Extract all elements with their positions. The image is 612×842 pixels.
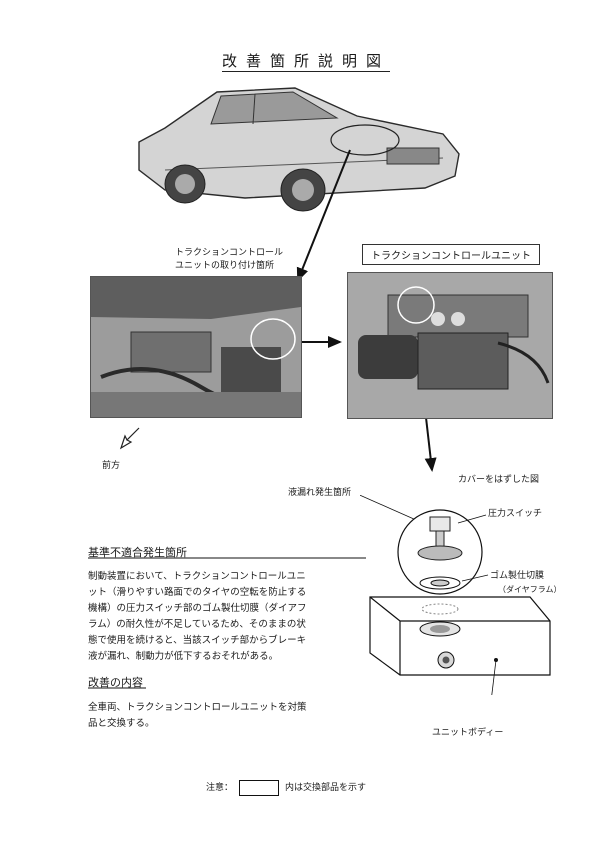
highlight-ellipse: [330, 124, 400, 156]
legend-note: 注意： 内は交換部品を示す: [206, 780, 366, 796]
mount-location-label: トラクションコントロール ユニットの取り付け箇所: [175, 248, 284, 271]
unit-photo: [347, 272, 553, 419]
car-image: [138, 87, 460, 212]
fix-heading: 改善の内容: [88, 676, 143, 689]
pressure-switch-diagram: [360, 495, 551, 695]
unit-body-label: ユニットボディー: [432, 728, 504, 738]
defect-line: 液が漏れ、制動力が低下するおそれがある。: [88, 651, 279, 662]
unit-location-circle: [250, 318, 296, 360]
engine-bay-photo: [90, 276, 302, 418]
defect-line: 態で使用を続けると、当該スイッチ部からブレーキ: [88, 635, 307, 646]
fix-line: 品と交換する。: [88, 718, 155, 729]
switch-circle: [397, 286, 435, 324]
pressure-switch-label: 圧力スイッチ: [488, 509, 543, 519]
defect-description: 制動装置において、トラクションコントロールユニ ット（滑りやすい路面でのタイヤの…: [88, 569, 378, 665]
cover-removed-label: カバーをはずした図: [458, 475, 540, 485]
note-prefix: 注意：: [206, 782, 234, 793]
diaphragm-sub-label: （ダイヤフラム）: [498, 585, 562, 594]
defect-line: ラム）の耐久性が不足しているため、そのままの状: [88, 619, 306, 630]
fix-line: 全車両、トラクションコントロールユニットを対策: [88, 702, 307, 713]
legend-box: [239, 780, 280, 796]
defect-line: ット（滑りやすい路面でのタイヤの空転を防止する: [88, 587, 307, 598]
leak-location-label: 液漏れ発生箇所: [288, 488, 352, 498]
defect-line: 機構）の圧力スイッチ部のゴム製仕切膜（ダイアフ: [88, 603, 307, 614]
note-suffix: 内は交換部品を示す: [285, 782, 367, 793]
defect-heading: 基準不適合発生箇所: [88, 546, 187, 559]
page-title: 改善箇所説明図: [221, 52, 390, 72]
front-label: 前方: [102, 461, 121, 471]
defect-line: 制動装置において、トラクションコントロールユニ: [88, 571, 306, 582]
front-arrow-icon: [119, 427, 140, 450]
fix-description: 全車両、トラクションコントロールユニットを対策 品と交換する。: [88, 700, 378, 732]
unit-title-label: トラクションコントロールユニット: [362, 244, 540, 265]
rubber-diaphragm-label: ゴム製仕切膜: [490, 571, 545, 581]
